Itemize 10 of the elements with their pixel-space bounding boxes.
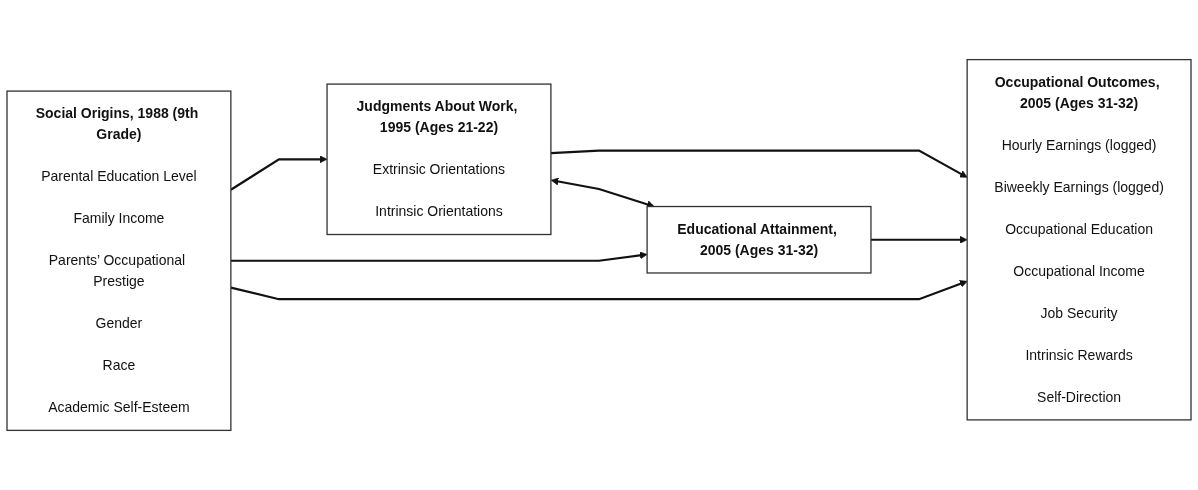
arrow xyxy=(550,177,655,209)
node-box: Occupational Outcomes, 2005 (Ages 31-32) Hourly Earnings (logged) Biweekly Earnings (logged) Occupational Education Occupational Income Job Security Intrinsic Rewards Self-Direction xyxy=(966,58,1192,421)
arrow xyxy=(230,155,328,191)
arrow xyxy=(230,251,648,262)
node-box: Judgments About Work, 1995 (Ages 21-22) Extrinsic Orientations Intrinsic Orientations xyxy=(326,83,552,236)
arrow xyxy=(550,149,968,178)
node-box: Social Origins, 1988 (9th Grade) Parental Education Level Family Income Parents’ Occupational Prestige Gender Race Academic Self-Esteem xyxy=(6,90,232,432)
arrow xyxy=(230,280,968,301)
arrow xyxy=(870,235,968,244)
node-box: Educational Attainment, 2005 (Ages 31-32) xyxy=(646,205,872,274)
